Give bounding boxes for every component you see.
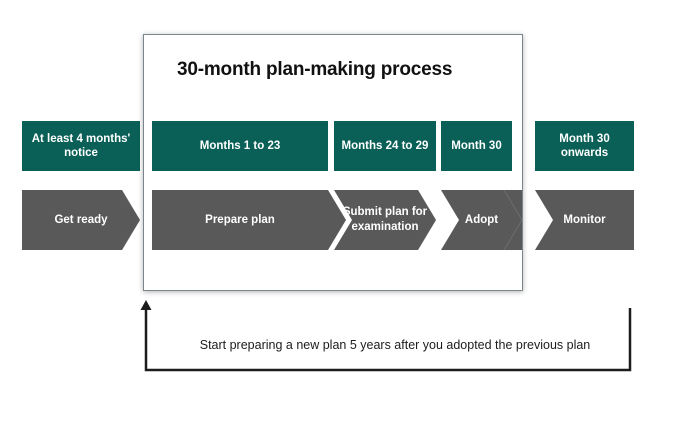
stage-chevron-monitor: Monitor xyxy=(535,190,634,250)
period-label: Month 30 onwards xyxy=(559,132,610,159)
stage-chevron-prepare-plan: Prepare plan xyxy=(152,190,328,250)
stage-label: Adopt xyxy=(464,213,499,226)
feedback-loop-arrow xyxy=(140,296,634,374)
stage-chevron-get-ready: Get ready xyxy=(22,190,140,250)
stage-label: Prepare plan xyxy=(205,213,275,226)
stage-chevron-submit-plan: Submit plan for examination xyxy=(334,190,436,250)
stage-label: Monitor xyxy=(563,213,606,226)
period-label: Months 24 to 29 xyxy=(341,139,429,152)
period-label: Months 1 to 23 xyxy=(199,139,281,152)
period-box-months-1-23: Months 1 to 23 xyxy=(152,121,328,171)
page-title: 30-month plan-making process xyxy=(177,59,453,80)
period-box-notice: At least 4 months' notice xyxy=(22,121,140,171)
period-label: At least 4 months' notice xyxy=(31,132,131,159)
chevron-seam-icon xyxy=(122,190,140,250)
stage-label: Submit plan for examination xyxy=(342,206,428,233)
period-label: Month 30 xyxy=(451,139,502,152)
feedback-loop-label: Start preparing a new plan 5 years after… xyxy=(199,338,591,352)
period-box-months-24-29: Months 24 to 29 xyxy=(334,121,436,171)
period-box-month-30-onwards: Month 30 onwards xyxy=(535,121,634,171)
period-box-month-30: Month 30 xyxy=(441,121,512,171)
chevron-seam-icon xyxy=(504,190,522,250)
stage-label: Get ready xyxy=(54,213,108,226)
